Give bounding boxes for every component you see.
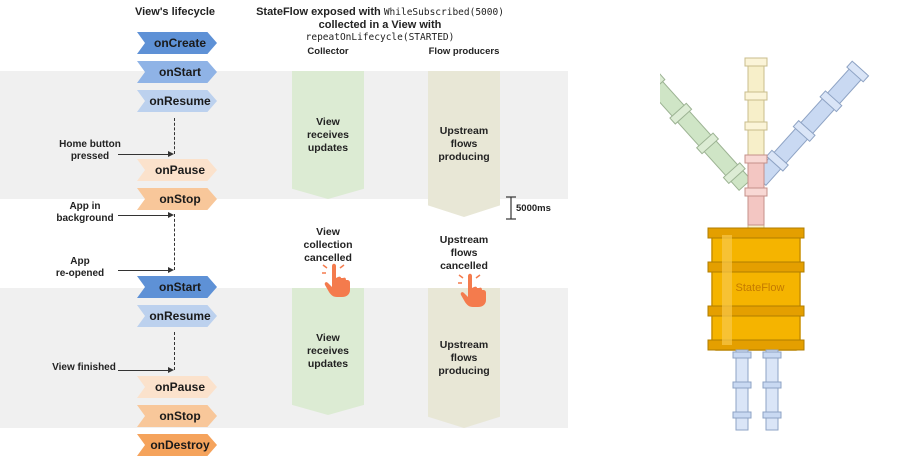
lifecycle-onstop: onStop [137, 188, 217, 210]
home-arrow-line [118, 154, 168, 155]
timeout-bracket [506, 196, 516, 220]
event-view-finished: View finished [52, 362, 116, 373]
background-arrow-head [168, 212, 174, 218]
subtitle-line2-prefix: collected in a View with [318, 19, 442, 31]
lifecycle-onresume: onResume [137, 90, 217, 112]
lifecycle-onpause-2: onPause [137, 376, 217, 398]
pointing-hand-icon [322, 263, 350, 297]
lifecycle-ondestroy: onDestroy [137, 434, 217, 456]
pointing-hand-icon [458, 273, 486, 307]
background-arrow-line [118, 215, 168, 216]
dashed-connector-1 [174, 118, 175, 154]
subtitle-line2-code: repeatOnLifecycle(STARTED) [305, 32, 455, 43]
reopen-arrow-line [118, 270, 168, 271]
finished-arrow-head [168, 367, 174, 373]
reopen-arrow-head [168, 267, 174, 273]
lifecycle-oncreate: onCreate [137, 32, 217, 54]
dashed-connector-2 [174, 214, 175, 270]
dashed-connector-3 [174, 332, 175, 370]
producers-header: Flow producers [428, 46, 500, 57]
subtitle-line1-prefix: StateFlow exposed with [256, 6, 384, 18]
home-arrow-head [168, 151, 174, 157]
lifecycle-onpause: onPause [137, 159, 217, 181]
lifecycle-onstart-2: onStart [137, 276, 217, 298]
lifecycle-onstart: onStart [137, 61, 217, 83]
subtitle-line1-code: WhileSubscribed(5000) [383, 7, 504, 18]
timeout-label: 5000ms [516, 203, 551, 214]
lifecycle-header: View's lifecycle [134, 6, 216, 18]
lifecycle-onresume-2: onResume [137, 305, 217, 327]
stateflow-subtitle: StateFlow exposed with WhileSubscribed(5… [255, 6, 505, 44]
collector-header: Collector [307, 46, 349, 57]
barrel-label: StateFlow [735, 282, 785, 294]
finished-arrow-line [118, 370, 168, 371]
lifecycle-onstop-2: onStop [137, 405, 217, 427]
stateflow-pipes-illustration [660, 57, 870, 431]
